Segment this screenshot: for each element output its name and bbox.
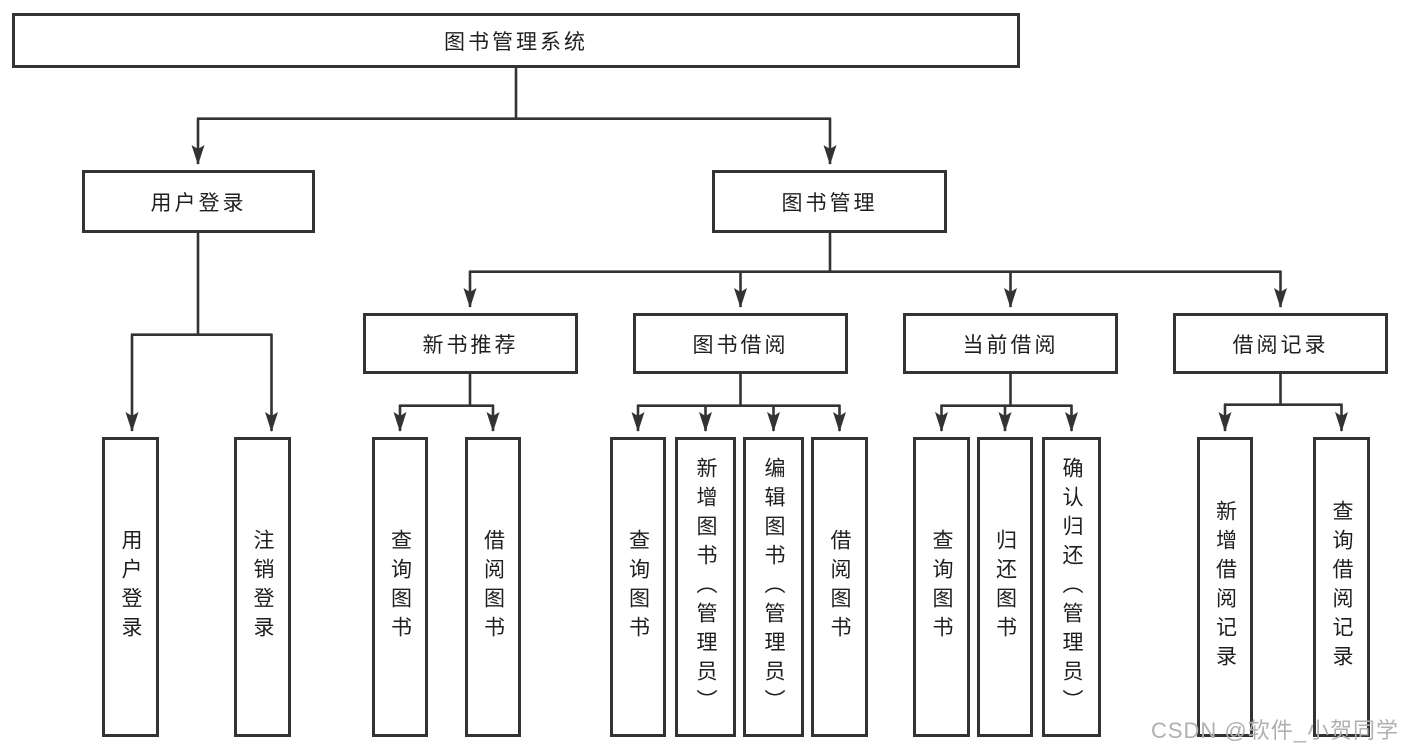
node-book-borrow: 图书借阅 [633, 313, 848, 374]
leaf-query-books-borrow: 查询图书 [610, 437, 666, 737]
node-book-management: 图书管理 [712, 170, 947, 233]
node-label: 图书管理系统 [444, 30, 588, 54]
leaf-label: 查询图书 [930, 529, 953, 645]
csdn-watermark: CSDN @软件_小贺同学 [1150, 718, 1399, 743]
leaf-confirm-return-admin: 确认归还（管理员） [1042, 437, 1101, 737]
leaf-label: 确认归还（管理员） [1060, 456, 1083, 718]
leaf-label: 新增借阅记录 [1213, 500, 1237, 674]
leaf-query-books-current: 查询图书 [913, 437, 970, 737]
leaf-edit-books-admin: 编辑图书（管理员） [743, 437, 804, 737]
leaf-label: 新增图书（管理员） [694, 456, 717, 718]
node-new-book-recommend: 新书推荐 [363, 313, 578, 374]
leaf-label: 注销登录 [251, 529, 274, 645]
leaf-add-books-admin: 新增图书（管理员） [675, 437, 736, 737]
node-label: 借阅记录 [1232, 333, 1329, 357]
leaf-query-borrow-record: 查询借阅记录 [1313, 437, 1370, 737]
node-borrow-records: 借阅记录 [1173, 313, 1388, 374]
node-label: 用户登录 [150, 191, 247, 215]
node-user-login: 用户登录 [82, 170, 315, 233]
leaf-label: 归还图书 [993, 529, 1017, 645]
leaf-label: 借阅图书 [828, 529, 851, 645]
node-library-management-system: 图书管理系统 [12, 13, 1020, 68]
node-current-borrow: 当前借阅 [903, 313, 1118, 374]
node-label: 当前借阅 [962, 333, 1059, 357]
leaf-label: 编辑图书（管理员） [762, 456, 785, 718]
node-label: 新书推荐 [422, 333, 519, 357]
node-label: 图书借阅 [692, 333, 789, 357]
node-label: 图书管理 [781, 191, 878, 215]
leaf-label: 用户登录 [119, 529, 142, 645]
leaf-label: 查询图书 [626, 529, 650, 645]
leaf-label: 查询图书 [388, 529, 412, 645]
leaf-label: 查询借阅记录 [1330, 500, 1353, 674]
leaf-borrow-books-recommend: 借阅图书 [465, 437, 521, 737]
leaf-add-borrow-record: 新增借阅记录 [1197, 437, 1253, 737]
leaf-query-books-recommend: 查询图书 [372, 437, 428, 737]
leaf-borrow-books: 借阅图书 [811, 437, 868, 737]
leaf-user-login: 用户登录 [102, 437, 159, 737]
leaf-logout: 注销登录 [234, 437, 291, 737]
leaf-return-books: 归还图书 [977, 437, 1033, 737]
leaf-label: 借阅图书 [481, 529, 505, 645]
